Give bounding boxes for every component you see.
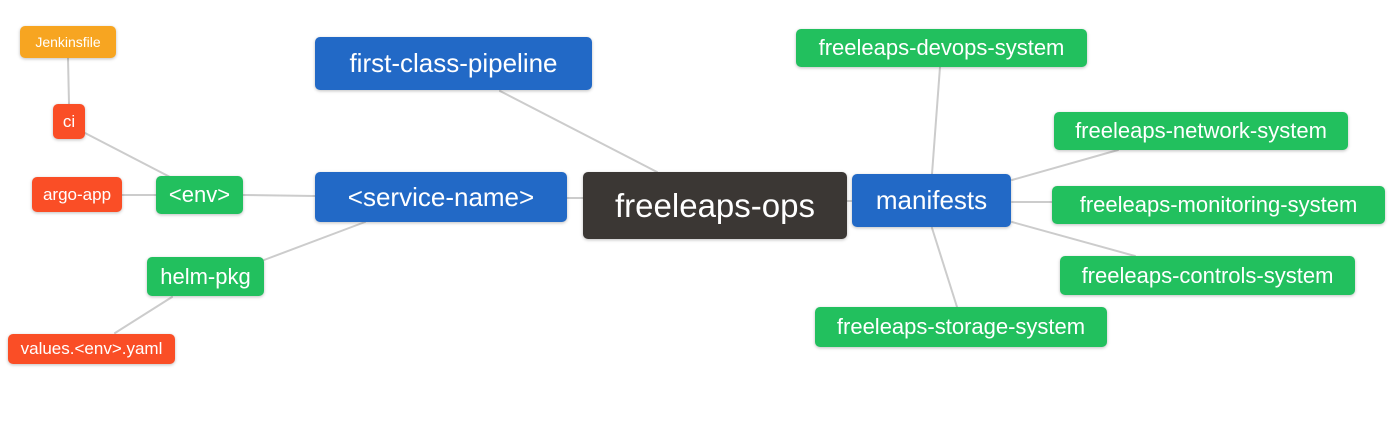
mindmap-node-first-class-pipeline[interactable]: first-class-pipeline bbox=[315, 37, 592, 90]
mindmap-node-storage-system[interactable]: freeleaps-storage-system bbox=[815, 307, 1107, 347]
mindmap-node-values-env-yaml[interactable]: values.<env>.yaml bbox=[8, 334, 175, 364]
mindmap-node-env[interactable]: <env> bbox=[156, 176, 243, 214]
edge-first-class-pipeline-to-freeleaps-ops bbox=[499, 90, 658, 173]
edge-values-env-yaml-to-helm-pkg bbox=[114, 296, 173, 334]
mindmap-node-argo-app[interactable]: argo-app bbox=[32, 177, 122, 212]
mindmap-node-controls-system[interactable]: freeleaps-controls-system bbox=[1060, 256, 1355, 295]
edge-manifests-to-network-system bbox=[1011, 149, 1119, 181]
edge-helm-pkg-to-service-name bbox=[263, 221, 366, 261]
mindmap-node-ci[interactable]: ci bbox=[53, 104, 85, 139]
mindmap-node-jenkinsfile[interactable]: Jenkinsfile bbox=[20, 26, 116, 58]
mindmap-node-network-system[interactable]: freeleaps-network-system bbox=[1054, 112, 1348, 150]
mindmap-node-monitoring-system[interactable]: freeleaps-monitoring-system bbox=[1052, 186, 1385, 224]
mindmap-node-freeleaps-ops[interactable]: freeleaps-ops bbox=[583, 172, 847, 239]
edge-manifests-to-controls-system bbox=[1011, 221, 1136, 257]
edge-jenkinsfile-to-ci bbox=[67, 57, 70, 105]
edge-manifests-to-storage-system bbox=[931, 227, 958, 308]
edge-manifests-to-devops-system bbox=[931, 66, 941, 175]
edge-ci-to-env bbox=[84, 132, 171, 178]
mindmap-node-devops-system[interactable]: freeleaps-devops-system bbox=[796, 29, 1087, 67]
mindmap-node-manifests[interactable]: manifests bbox=[852, 174, 1011, 227]
edge-env-to-service-name bbox=[242, 194, 316, 197]
mindmap-node-helm-pkg[interactable]: helm-pkg bbox=[147, 257, 264, 296]
mindmap-node-service-name[interactable]: <service-name> bbox=[315, 172, 567, 222]
